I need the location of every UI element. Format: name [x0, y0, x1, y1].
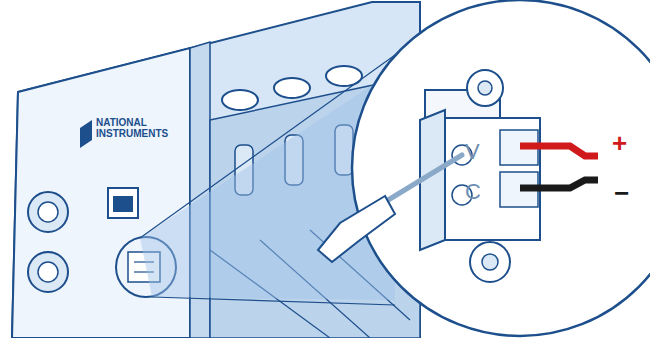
- magnifier-large: [352, 0, 650, 336]
- positive-wire: [520, 146, 598, 156]
- top-screw: [222, 90, 258, 110]
- terminal-letter: V: [465, 140, 495, 163]
- logo-text: NATIONAL INSTRUMENTS: [96, 118, 174, 139]
- round-port-core: [38, 202, 58, 222]
- ethernet-socket: [113, 196, 133, 212]
- connector-body: [445, 118, 540, 240]
- negative-wire: [520, 180, 598, 188]
- screw-head: [482, 254, 498, 270]
- ethernet-port: [108, 188, 138, 218]
- zoom-line: [152, 297, 395, 305]
- connector-screw-top: [467, 70, 503, 106]
- top-screw: [274, 78, 310, 98]
- screwdriver-handle: [318, 196, 395, 262]
- round-port: [28, 252, 68, 292]
- terminal-letter: C: [465, 180, 495, 203]
- polarity-sign: +: [612, 130, 642, 157]
- round-port-core: [38, 262, 58, 282]
- screw-head: [478, 81, 492, 95]
- logo-mark: [80, 120, 92, 148]
- connector-screw-bottom: [470, 242, 510, 282]
- round-port: [28, 192, 68, 232]
- screwdriver-shaft: [380, 155, 462, 205]
- polarity-sign: −: [614, 180, 644, 207]
